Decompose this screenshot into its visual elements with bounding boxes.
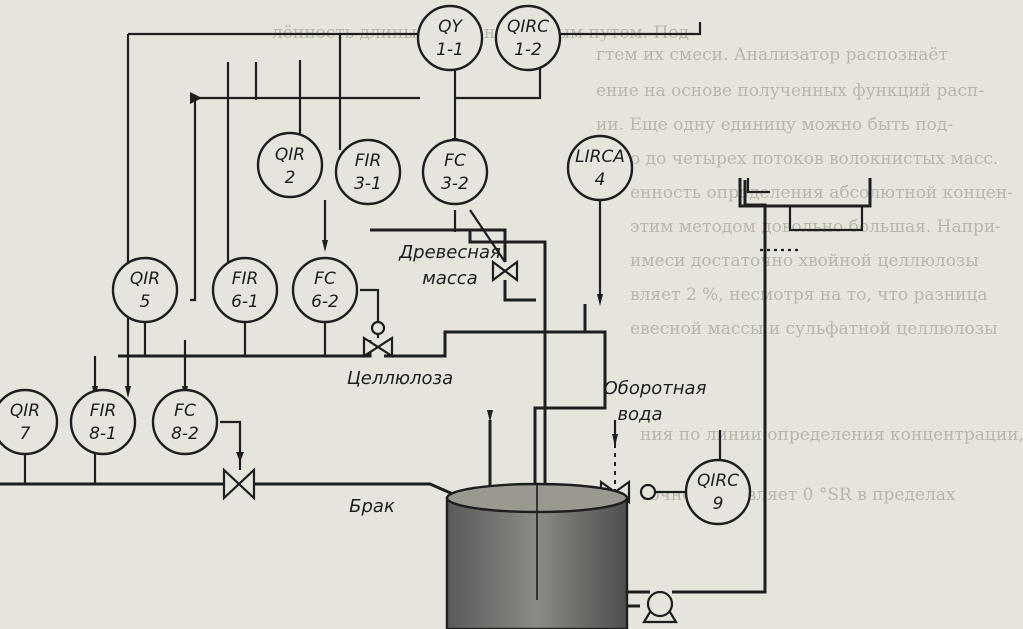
sig-fc82-valve — [220, 420, 242, 452]
instrument-code: QIRC — [697, 471, 739, 491]
mixing-tank[interactable] — [445, 482, 629, 629]
instrument-qirc-1-2[interactable]: QIRC 1-2 — [494, 4, 562, 72]
instrument-number: 3-2 — [441, 174, 469, 194]
instrument-qirc-9[interactable]: QIRC 9 — [684, 458, 752, 526]
label-cellulose: Целлюлоза — [347, 368, 453, 389]
bg-line: лённость длины волокон опытным путем. По… — [272, 23, 695, 43]
arrow-head — [597, 294, 603, 306]
valve-broke[interactable] — [222, 452, 256, 501]
instrument-number: 1-2 — [514, 40, 542, 60]
instrument-code: FC — [174, 401, 196, 421]
headbox-chest — [738, 178, 872, 252]
label-recycled-water-1: Оборотная — [604, 378, 707, 399]
instrument-number: 1-1 — [436, 40, 464, 60]
chest-lower — [788, 206, 864, 232]
background-text: лённость длины волокон опытным путем. По… — [272, 23, 1023, 505]
instrument-code: QIRC — [507, 17, 549, 37]
chest-outline — [738, 178, 872, 208]
pump[interactable] — [642, 590, 678, 624]
recycled-water-return — [672, 222, 767, 594]
instrument-code: QY — [438, 17, 463, 37]
instrument-code: LIRCA — [575, 147, 625, 167]
instrument-fc-6-2[interactable]: FC 6-2 — [291, 256, 359, 324]
instrument-code: FIR — [232, 269, 259, 289]
arrow-head — [125, 386, 131, 398]
sig-fc62-valve — [360, 288, 380, 322]
instrument-qir-5[interactable]: QIR 5 — [111, 256, 179, 324]
instrument-code: QIR — [275, 145, 305, 165]
instrument-fir-6-1[interactable]: FIR 6-1 — [211, 256, 279, 324]
instrument-number: 8-2 — [171, 424, 199, 444]
label-recycled-water-2: вода — [617, 404, 662, 425]
instrument-lirca-4[interactable]: LIRCA 4 — [566, 134, 634, 202]
stream-labels: Древесная масса Целлюлоза Оборотная вода… — [347, 242, 707, 517]
instrument-number: 9 — [713, 494, 724, 514]
pump-body — [646, 590, 674, 618]
bg-line: ение на основе полученных функций расп- — [596, 81, 984, 101]
instrument-number: 4 — [595, 170, 606, 190]
instrument-code: QIR — [10, 401, 40, 421]
instrument-fir-3-1[interactable]: FIR 3-1 — [334, 138, 402, 206]
sig-qirc-out — [555, 22, 702, 36]
bg-line: енность определения абсолютной концен- — [630, 183, 1013, 203]
arrow-head — [487, 410, 493, 422]
instrument-number: 2 — [285, 168, 296, 188]
instrument-code: FIR — [355, 151, 382, 171]
bg-line: гтем их смеси. Анализатор распознаёт — [596, 45, 948, 65]
chest-weir — [746, 178, 770, 194]
arrow-head — [322, 240, 328, 252]
instrument-number: 6-1 — [231, 292, 259, 312]
instrument-code: QIR — [130, 269, 160, 289]
bg-line: ии. Еще одну единицу можно быть под- — [596, 115, 953, 135]
label-broke: Брак — [349, 496, 395, 517]
instrument-number: 7 — [20, 424, 31, 444]
valve-wood-pulp[interactable] — [491, 250, 519, 283]
instrument-qir-2[interactable]: QIR 2 — [256, 131, 324, 199]
bg-line: о до четырех потоков волокнистых масс. — [630, 149, 998, 169]
mixed-feed-pipe — [533, 304, 607, 500]
instruments: QY 1-1 QIRC 1-2 QIR 2 FIR 3-1 FC 3-2 LIR… — [0, 4, 752, 526]
valve-cellulose[interactable] — [362, 320, 394, 359]
instrument-number: 8-1 — [89, 424, 117, 444]
pulp-into-tank — [468, 230, 547, 500]
instrument-fc-3-2[interactable]: FC 3-2 — [421, 138, 489, 206]
instrument-number: 3-1 — [354, 174, 382, 194]
bg-line: вляет 2 %, несмотря на то, что разница — [630, 285, 988, 305]
bg-line: евесной массы и сульфатной целлюлозы — [630, 319, 998, 339]
bg-line: имеси достаточно хвойной целлюлозы — [630, 251, 979, 271]
instrument-number: 6-2 — [311, 292, 339, 312]
sig-fc32-valve — [469, 209, 506, 263]
sig-qir5 — [190, 98, 197, 302]
label-wood-mass-1: Древесная — [398, 242, 501, 263]
bg-line: этим методом довольно большая. Напри- — [630, 217, 1001, 237]
instrument-fc-8-2[interactable]: FC 8-2 — [151, 388, 219, 456]
instrument-qy-1-1[interactable]: QY 1-1 — [416, 4, 484, 72]
instrument-code: FC — [314, 269, 336, 289]
instrument-code: FC — [444, 151, 466, 171]
instrument-qir-7[interactable]: QIR 7 — [0, 388, 59, 456]
cellulose-pipe-2 — [384, 330, 585, 358]
bg-line: ния по линии определения концентрации, — [640, 425, 1023, 445]
wood-pulp-pipe-2 — [503, 280, 536, 302]
instrument-fir-8-1[interactable]: FIR 8-1 — [69, 388, 137, 456]
label-wood-mass-2: масса — [422, 268, 477, 289]
pump-base — [642, 611, 678, 624]
instrument-number: 5 — [140, 292, 151, 312]
arrow-head — [612, 434, 618, 446]
arrow-head — [190, 92, 202, 104]
sig-qirc-fc32 — [455, 60, 542, 100]
instrument-code: FIR — [90, 401, 117, 421]
